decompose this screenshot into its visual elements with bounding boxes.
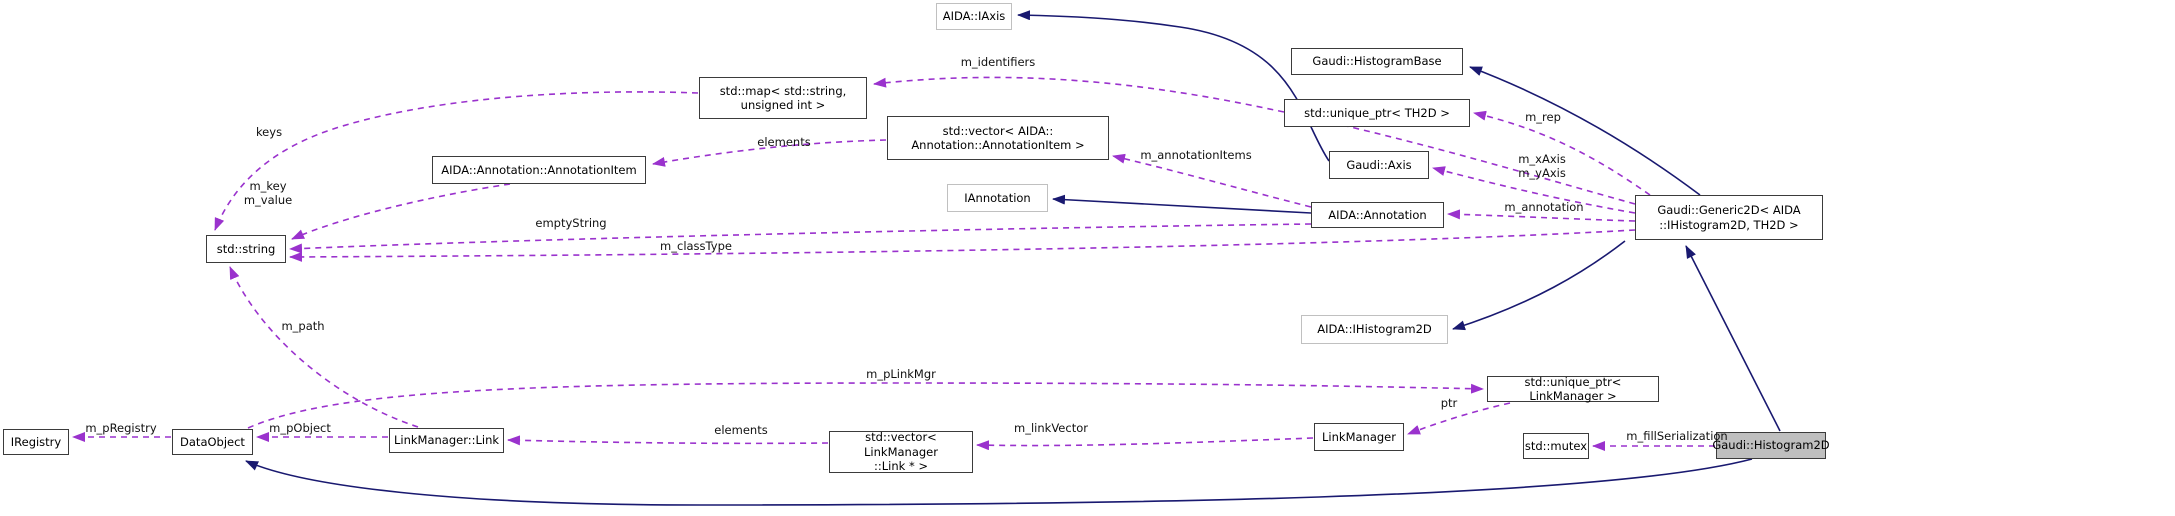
edge-label-m-pregistry: m_pRegistry: [85, 421, 157, 435]
edge-ptr: [1407, 402, 1511, 435]
edge-m-path: [229, 266, 419, 428]
edge-label-m-classtype: m_classType: [660, 239, 732, 253]
node-unique-ptr-th2d[interactable]: std::unique_ptr< TH2D >: [1284, 99, 1470, 127]
edge-label-m-rep: m_rep: [1525, 110, 1561, 124]
node-gaudi-histogram2d: Gaudi::Histogram2D: [1712, 432, 1830, 459]
node-aida-ihistogram2d[interactable]: AIDA::IHistogram2D: [1301, 315, 1448, 344]
edge-label-ptr: ptr: [1440, 396, 1458, 410]
node-iannotation[interactable]: IAnnotation: [947, 184, 1048, 212]
edge-label-m-annotationitems: m_annotationItems: [1140, 148, 1252, 162]
node-dataobject[interactable]: DataObject: [172, 429, 253, 455]
edge-m-annotationitems: [1112, 153, 1312, 208]
node-aida-iaxis[interactable]: AIDA::IAxis: [936, 3, 1012, 30]
node-gaudi-histogrambase[interactable]: Gaudi::HistogramBase: [1291, 48, 1463, 75]
edge-label-m-plinkmgr: m_pLinkMgr: [866, 367, 936, 381]
node-iregistry[interactable]: IRegistry: [3, 429, 69, 455]
edge-label-m-path: m_path: [281, 319, 325, 333]
node-gaudi-generic2d[interactable]: Gaudi::Generic2D< AIDA ::IHistogram2D, T…: [1635, 195, 1823, 240]
node-std-vector-linkmanager-link[interactable]: std::vector< LinkManager ::Link * >: [829, 430, 973, 473]
edge-label-m-key-m-value: m_key m_value: [243, 179, 293, 207]
edge-elements-top: [652, 139, 887, 167]
node-unique-ptr-linkmanager[interactable]: std::unique_ptr< LinkManager >: [1487, 375, 1659, 403]
edge-m-linkvector: [976, 437, 1314, 451]
edge-m-annotation: [1447, 209, 1636, 222]
edge-m-plinkmgr: [247, 382, 1484, 429]
edge-keys: [214, 91, 699, 231]
node-std-mutex[interactable]: std::mutex: [1523, 433, 1589, 459]
node-std-string[interactable]: std::string: [206, 235, 286, 263]
edge-label-m-xaxis-m-yaxis: m_xAxis m_yAxis: [1518, 152, 1566, 180]
edge-generic2d-to-histogrambase: [1469, 66, 1701, 196]
node-linkmanager[interactable]: LinkManager: [1314, 423, 1404, 451]
edge-label-m-identifiers: m_identifiers: [960, 55, 1036, 69]
edge-label-m-linkvector: m_linkVector: [1014, 421, 1088, 435]
edge-m-identifiers: [873, 76, 1636, 205]
edge-label-elements-bottom: elements: [714, 423, 768, 437]
edge-histogram2d-to-generic2d: [1685, 245, 1781, 432]
node-linkmanager-link[interactable]: LinkManager::Link: [389, 428, 504, 453]
edge-label-keys: keys: [255, 125, 283, 139]
edge-label-m-annotation: m_annotation: [1504, 200, 1584, 214]
edge-histogram2d-to-dataobject: [245, 458, 1753, 506]
edge-elements-bottom: [507, 435, 829, 446]
edge-label-m-fillserialization: m_fillSerialization: [1626, 429, 1728, 443]
edge-label-elements-top: elements: [757, 135, 811, 149]
edge-m-xaxis-m-yaxis: [1432, 166, 1636, 214]
node-aida-annotation-annotationitem[interactable]: AIDA::Annotation::AnnotationItem: [432, 156, 646, 184]
edge-m-classtype: [289, 229, 1636, 262]
edge-m-key-m-value: [291, 183, 511, 240]
node-gaudi-axis[interactable]: Gaudi::Axis: [1329, 151, 1429, 179]
edge-annotation-to-iannotation: [1052, 194, 1312, 214]
edge-label-emptystring: emptyString: [535, 216, 607, 230]
edge-label-m-pobject: m_pObject: [269, 421, 331, 435]
edge-m-rep: [1473, 110, 1651, 196]
edge-generic2d-to-ihistogram2d: [1452, 240, 1626, 331]
node-std-map[interactable]: std::map< std::string, unsigned int >: [699, 77, 867, 119]
node-std-vector-annotationitem[interactable]: std::vector< AIDA:: Annotation::Annotati…: [887, 116, 1109, 160]
node-aida-annotation[interactable]: AIDA::Annotation: [1311, 202, 1444, 228]
edge-emptystring: [289, 223, 1312, 254]
